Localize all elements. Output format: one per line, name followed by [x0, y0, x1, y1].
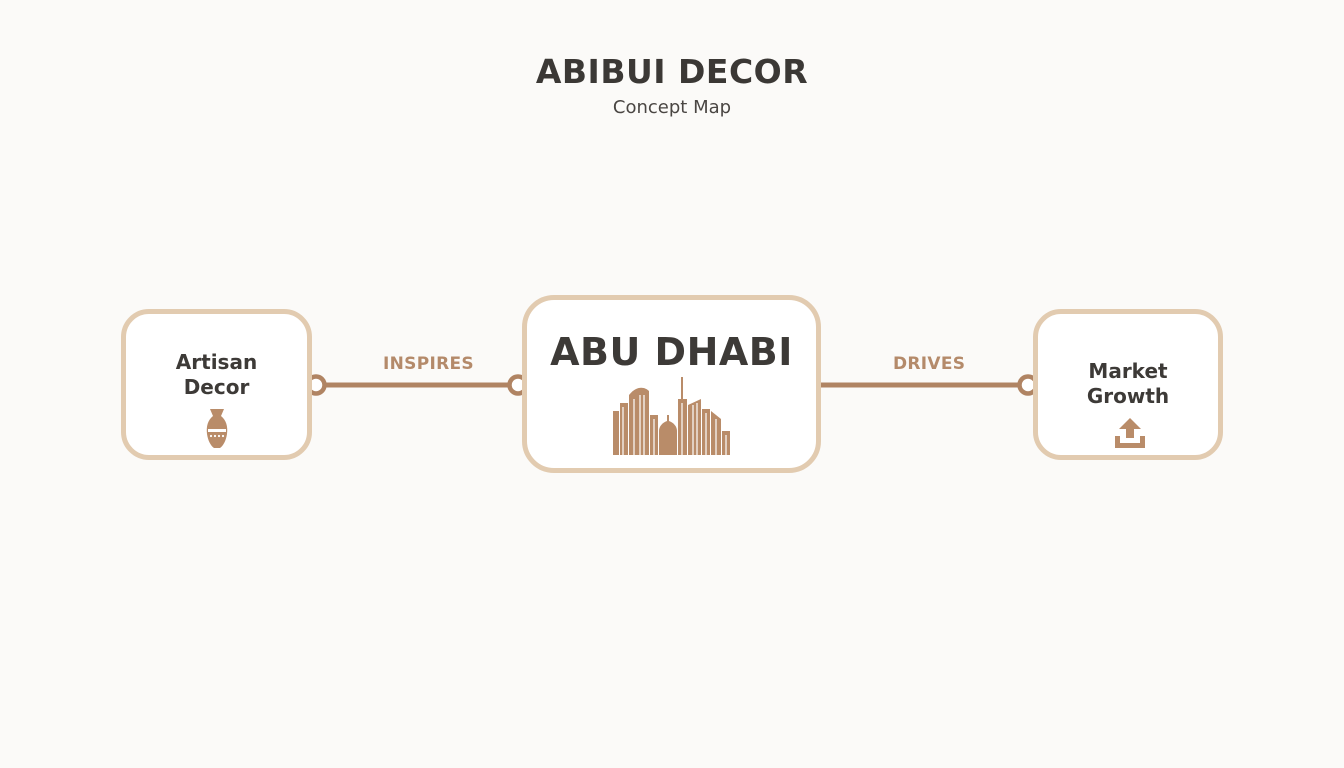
node-label-abu-dhabi: ABU DHABI: [550, 330, 793, 374]
page-title: ABIBUI DECOR: [535, 52, 809, 91]
node-market-growth[interactable]: Market Growth: [1033, 309, 1223, 460]
node-label-line: Growth: [1086, 384, 1170, 408]
city-skyline-icon: [613, 377, 730, 455]
node-label-line: Artisan: [175, 350, 258, 374]
edge-label-inspires: INSPIRES: [383, 354, 474, 374]
node-label-artisan-decor: Artisan Decor: [126, 350, 307, 400]
upload-growth-icon: [1115, 418, 1145, 448]
node-label-line: Decor: [183, 375, 250, 399]
page-subtitle: Concept Map: [612, 97, 732, 118]
node-label-market-growth: Market Growth: [1038, 359, 1218, 409]
edge-label-drives: DRIVES: [893, 354, 966, 374]
node-artisan-decor[interactable]: Artisan Decor: [121, 309, 312, 460]
node-label-line: Market: [1088, 359, 1168, 383]
vase-icon: [206, 409, 228, 448]
node-abu-dhabi[interactable]: ABU DHABI: [522, 295, 821, 473]
